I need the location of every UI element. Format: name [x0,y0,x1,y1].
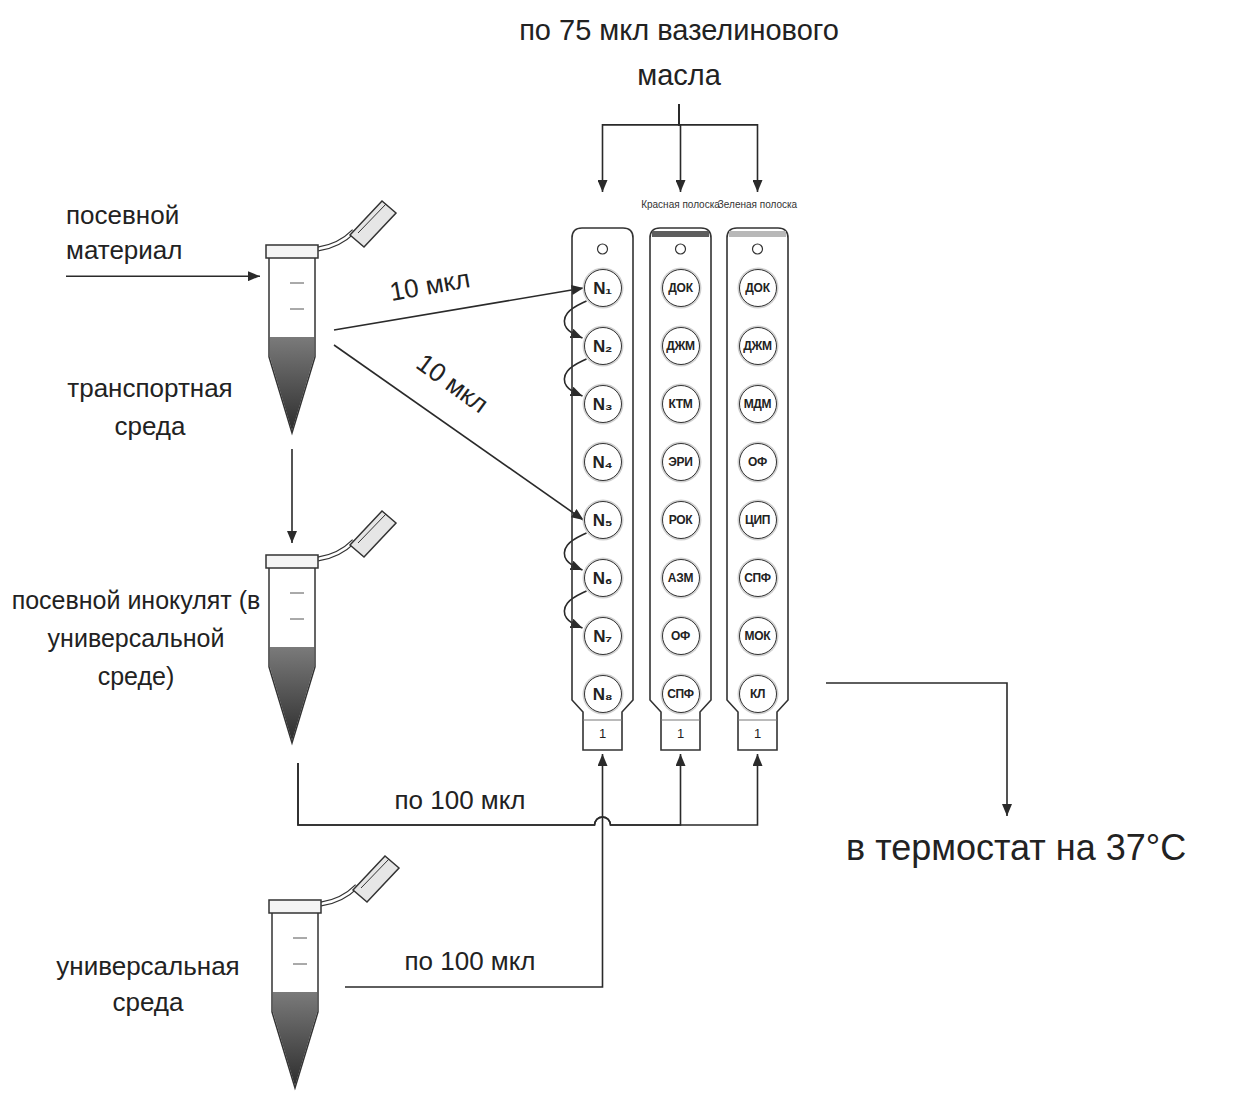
test-well: МОК [739,617,777,655]
test-well: АЗМ [662,559,700,597]
well-label: ЭРИ [668,456,692,468]
tube-caption: транспортная среда [40,370,260,445]
transfer-arrow [826,683,1007,816]
well-label: N₅ [593,512,612,529]
well-label: ОФ [748,456,767,468]
tube-caption: посевной инокулят (в универсальной среде… [11,581,261,695]
dilution-arrow [564,359,586,396]
test-well: ДОК [662,269,700,307]
test-strip: Красная полоска1ДОКДЖМКТМЭРИРОКАЗМОФСПФ [650,228,711,750]
strip-number: 1 [650,726,711,742]
well-label: РОК [669,514,693,526]
transfer-arrow [345,754,603,987]
well-label: МОК [745,630,771,642]
well-label: ДОК [745,282,769,294]
well-label: КТМ [668,398,692,410]
volume-label: по 100 мкл [390,786,529,816]
dilution-arrow [564,301,586,338]
strip-number: 1 [727,726,788,742]
strip-header: Красная полоска [638,199,723,210]
test-well: КТМ [662,385,700,423]
test-well: N₂ [584,327,622,365]
well-label: ДЖМ [743,340,772,352]
test-well: ЦИП [739,501,777,539]
test-well: N₁ [584,269,622,307]
well-label: СПФ [667,688,694,700]
dilution-arrow [564,591,586,628]
dilution-arrow [564,533,586,570]
text-node: посевной материал [66,198,246,268]
well-label: N₆ [593,570,612,587]
test-well: ОФ [662,617,700,655]
test-strip: 1 N₁ N₂ N₃ N₄ N₅ N₆ N₇ N₈ [572,228,633,750]
test-tube: посевной инокулят (в универсальной среде… [262,555,322,745]
test-well: МДМ [739,385,777,423]
test-well: ДЖМ [662,327,700,365]
node-text: посевной материал [66,198,246,268]
strip-number: 1 [572,726,633,742]
well-label: ЦИП [745,514,770,526]
test-well: СПФ [739,559,777,597]
tube-caption: универсальная среда [38,948,258,1021]
test-tube: универсальная среда [265,900,325,1090]
text-node: в термостат на 37°C [846,826,1186,869]
test-well: N₅ [584,501,622,539]
transfer-arrow [298,754,758,825]
well-label: N₄ [593,454,613,471]
volume-label: 10 мкл [407,346,496,422]
test-strip: Зеленая полоска1ДОКДЖММДМОФЦИПСПФМОККЛ [727,228,788,750]
transfer-arrow [603,104,680,192]
well-label: N₇ [593,628,611,645]
strip-header: Зеленая полоска [715,199,800,210]
well-label: N₃ [593,396,613,413]
test-well: ДОК [739,269,777,307]
test-well: N₄ [584,443,622,481]
test-well: ДЖМ [739,327,777,365]
transfer-arrow [679,104,758,192]
well-label: N₁ [593,280,612,297]
well-label: ДЖМ [666,340,695,352]
text-node: по 75 мкл вазелинового масла [484,8,874,98]
transfer-arrow [334,288,584,330]
test-tube: транспортная среда [262,245,322,435]
well-label: МДМ [744,398,772,410]
test-well: РОК [662,501,700,539]
volume-label: по 100 мкл [400,947,539,977]
test-well: N₆ [584,559,622,597]
test-well: СПФ [662,675,700,713]
well-label: КЛ [750,688,765,700]
tube-drawing [262,555,322,745]
volume-label: 10 мкл [384,264,477,309]
well-label: N₂ [593,338,612,355]
transfer-arrow [334,345,584,520]
test-well: N₈ [584,675,622,713]
well-label: АЗМ [668,572,693,584]
transfer-arrow [298,754,681,825]
well-label: ДОК [668,282,692,294]
test-well: КЛ [739,675,777,713]
well-label: ОФ [671,630,690,642]
tube-drawing [262,245,322,435]
tube-drawing [265,900,325,1090]
test-well: N₃ [584,385,622,423]
well-label: СПФ [744,572,771,584]
transfer-arrow [66,275,260,277]
test-well: N₇ [584,617,622,655]
node-text: по 75 мкл вазелинового масла [484,8,874,98]
well-label: N₈ [593,686,613,703]
test-well: ОФ [739,443,777,481]
test-well: ЭРИ [662,443,700,481]
transfer-arrow [291,449,293,543]
node-text: в термостат на 37°C [846,826,1186,869]
